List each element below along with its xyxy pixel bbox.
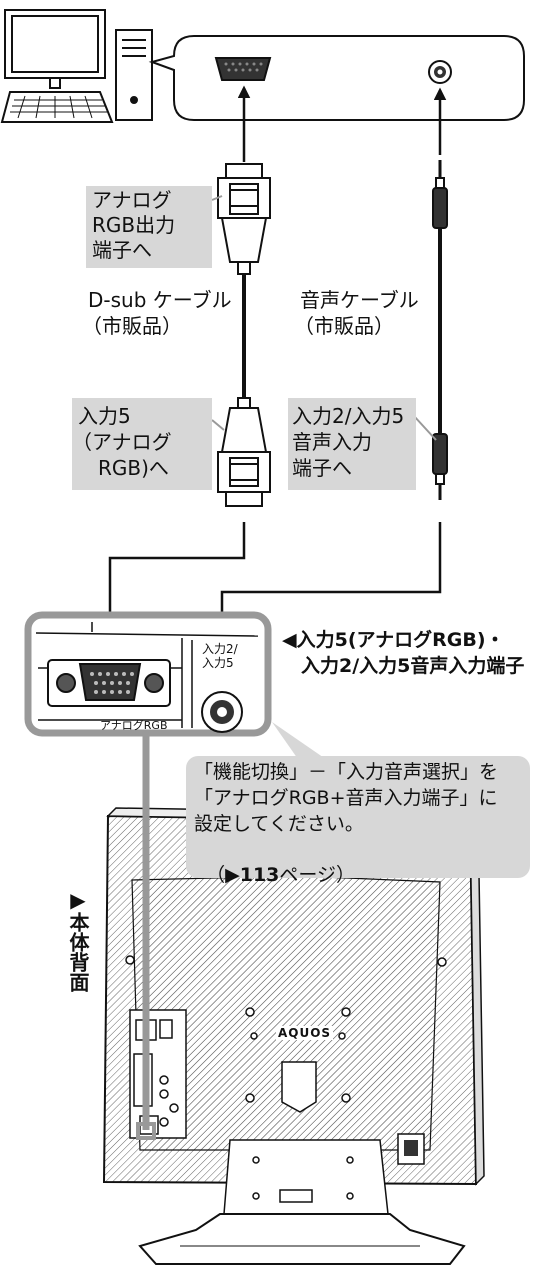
panel-analog-label: アナログRGB [100,719,168,732]
label-bg-audio-in [288,398,416,490]
computer-icon [0,9,153,123]
label-input5-line1: 入力5 [78,404,131,428]
dsub-route-line [103,522,246,645]
label-dsub-cable-line1: D-sub ケーブル [88,288,232,312]
pc-ports-callout [148,35,525,121]
pc-vga-port-icon [214,57,272,81]
dsub-connector-top-icon [217,163,271,275]
label-pc-analog-line1: アナログ [92,188,172,212]
label-bg-input5 [72,398,212,490]
note-ref-page: 113 [239,864,280,886]
label-audio-cable-line1: 音声ケーブル [300,288,419,312]
note-line2: 「アナログRGB+音声入力端子」に [194,787,498,809]
label-audio-in-line1: 入力2/入力5 [292,404,405,428]
terminal-panel-closeup [24,611,272,737]
tv-brand-logo: AQUOS [276,1026,334,1040]
rear-terminals-line2: 入力2/入力5音声入力端子 [282,655,525,677]
note-page-ref: （▶113ページ） [194,838,355,888]
audio-plug-bottom-icon [432,433,448,500]
rear-terminals-line1: ◀入力5(アナログRGB)・ [282,629,505,651]
note-line3: 設定してください。 [194,813,364,835]
label-bg-pc-analog [86,186,212,268]
note-callout [186,756,530,878]
panel-audio-label: 入力2/ 入力5 [202,642,238,670]
dsub-connector-bottom-icon [217,397,271,507]
label-pc-analog-line2: RGB出力 [92,213,176,237]
label-audio-cable-line2: （市販品） [294,314,394,338]
label-audio-in-line2: 音声入力 [292,430,372,454]
audio-plug-top-icon [432,160,448,229]
label-input5-line3: RGB)へ [78,456,169,480]
note-line1: 「機能切換」－「入力音声選択」を [194,761,499,783]
pc-audio-jack-icon [428,60,452,84]
note-ref-suffix: ページ） [279,864,356,886]
rear-side-label: ▶本体背面 [66,888,90,992]
label-dsub-cable-line2: （市販品） [82,314,182,338]
label-audio-in-line3: 端子へ [292,456,352,480]
note-ref-prefix: （▶ [206,864,240,886]
label-input5-line2: （アナログ [72,430,172,454]
label-pc-analog-line3: 端子へ [92,238,152,262]
